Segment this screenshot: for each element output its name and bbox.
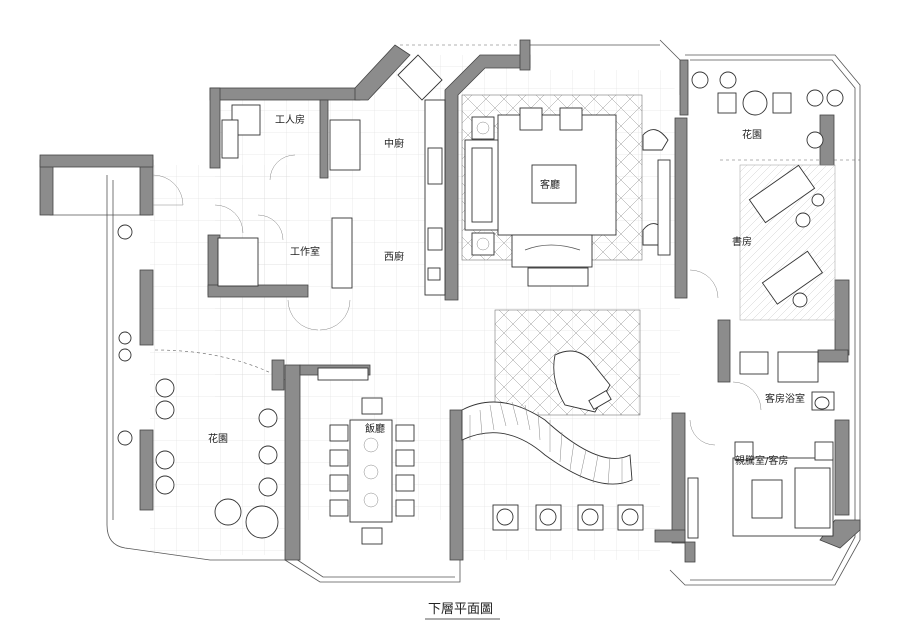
guest-suite-furniture bbox=[687, 351, 835, 539]
kitchen-fixtures bbox=[217, 54, 446, 296]
label-western-kitchen: 西廚 bbox=[384, 250, 404, 263]
garden-top-furniture bbox=[691, 71, 844, 149]
label-dining-room: 飯廳 bbox=[365, 422, 385, 435]
planters bbox=[492, 504, 644, 531]
garden-trees bbox=[117, 224, 279, 539]
label-family-guest-room: 親騰室/客房 bbox=[735, 454, 788, 467]
drawing-caption: 下層平面圖 bbox=[425, 602, 500, 620]
stair-and-piano bbox=[461, 350, 633, 486]
label-guest-bath: 客房浴室 bbox=[765, 392, 805, 405]
door-swings bbox=[152, 154, 762, 446]
label-servant-room: 工人房 bbox=[275, 113, 305, 126]
dining-furniture bbox=[317, 367, 415, 545]
label-garden-top: 花園 bbox=[742, 128, 762, 141]
label-chinese-kitchen: 中廚 bbox=[384, 137, 404, 150]
label-garden-left: 花園 bbox=[208, 432, 228, 445]
living-room-furniture bbox=[464, 107, 671, 287]
drawing-title: 下層平面圖 bbox=[428, 602, 493, 617]
walls bbox=[39, 39, 861, 563]
room-labels: 工人房 中廚 客廳 花園 書房 工作室 西廚 飯廳 花園 客房浴室 親騰室/客房 bbox=[208, 113, 805, 467]
label-study: 書房 bbox=[732, 235, 752, 248]
label-living-room: 客廳 bbox=[540, 178, 560, 191]
study-furniture bbox=[748, 164, 825, 308]
label-workroom: 工作室 bbox=[290, 245, 320, 258]
